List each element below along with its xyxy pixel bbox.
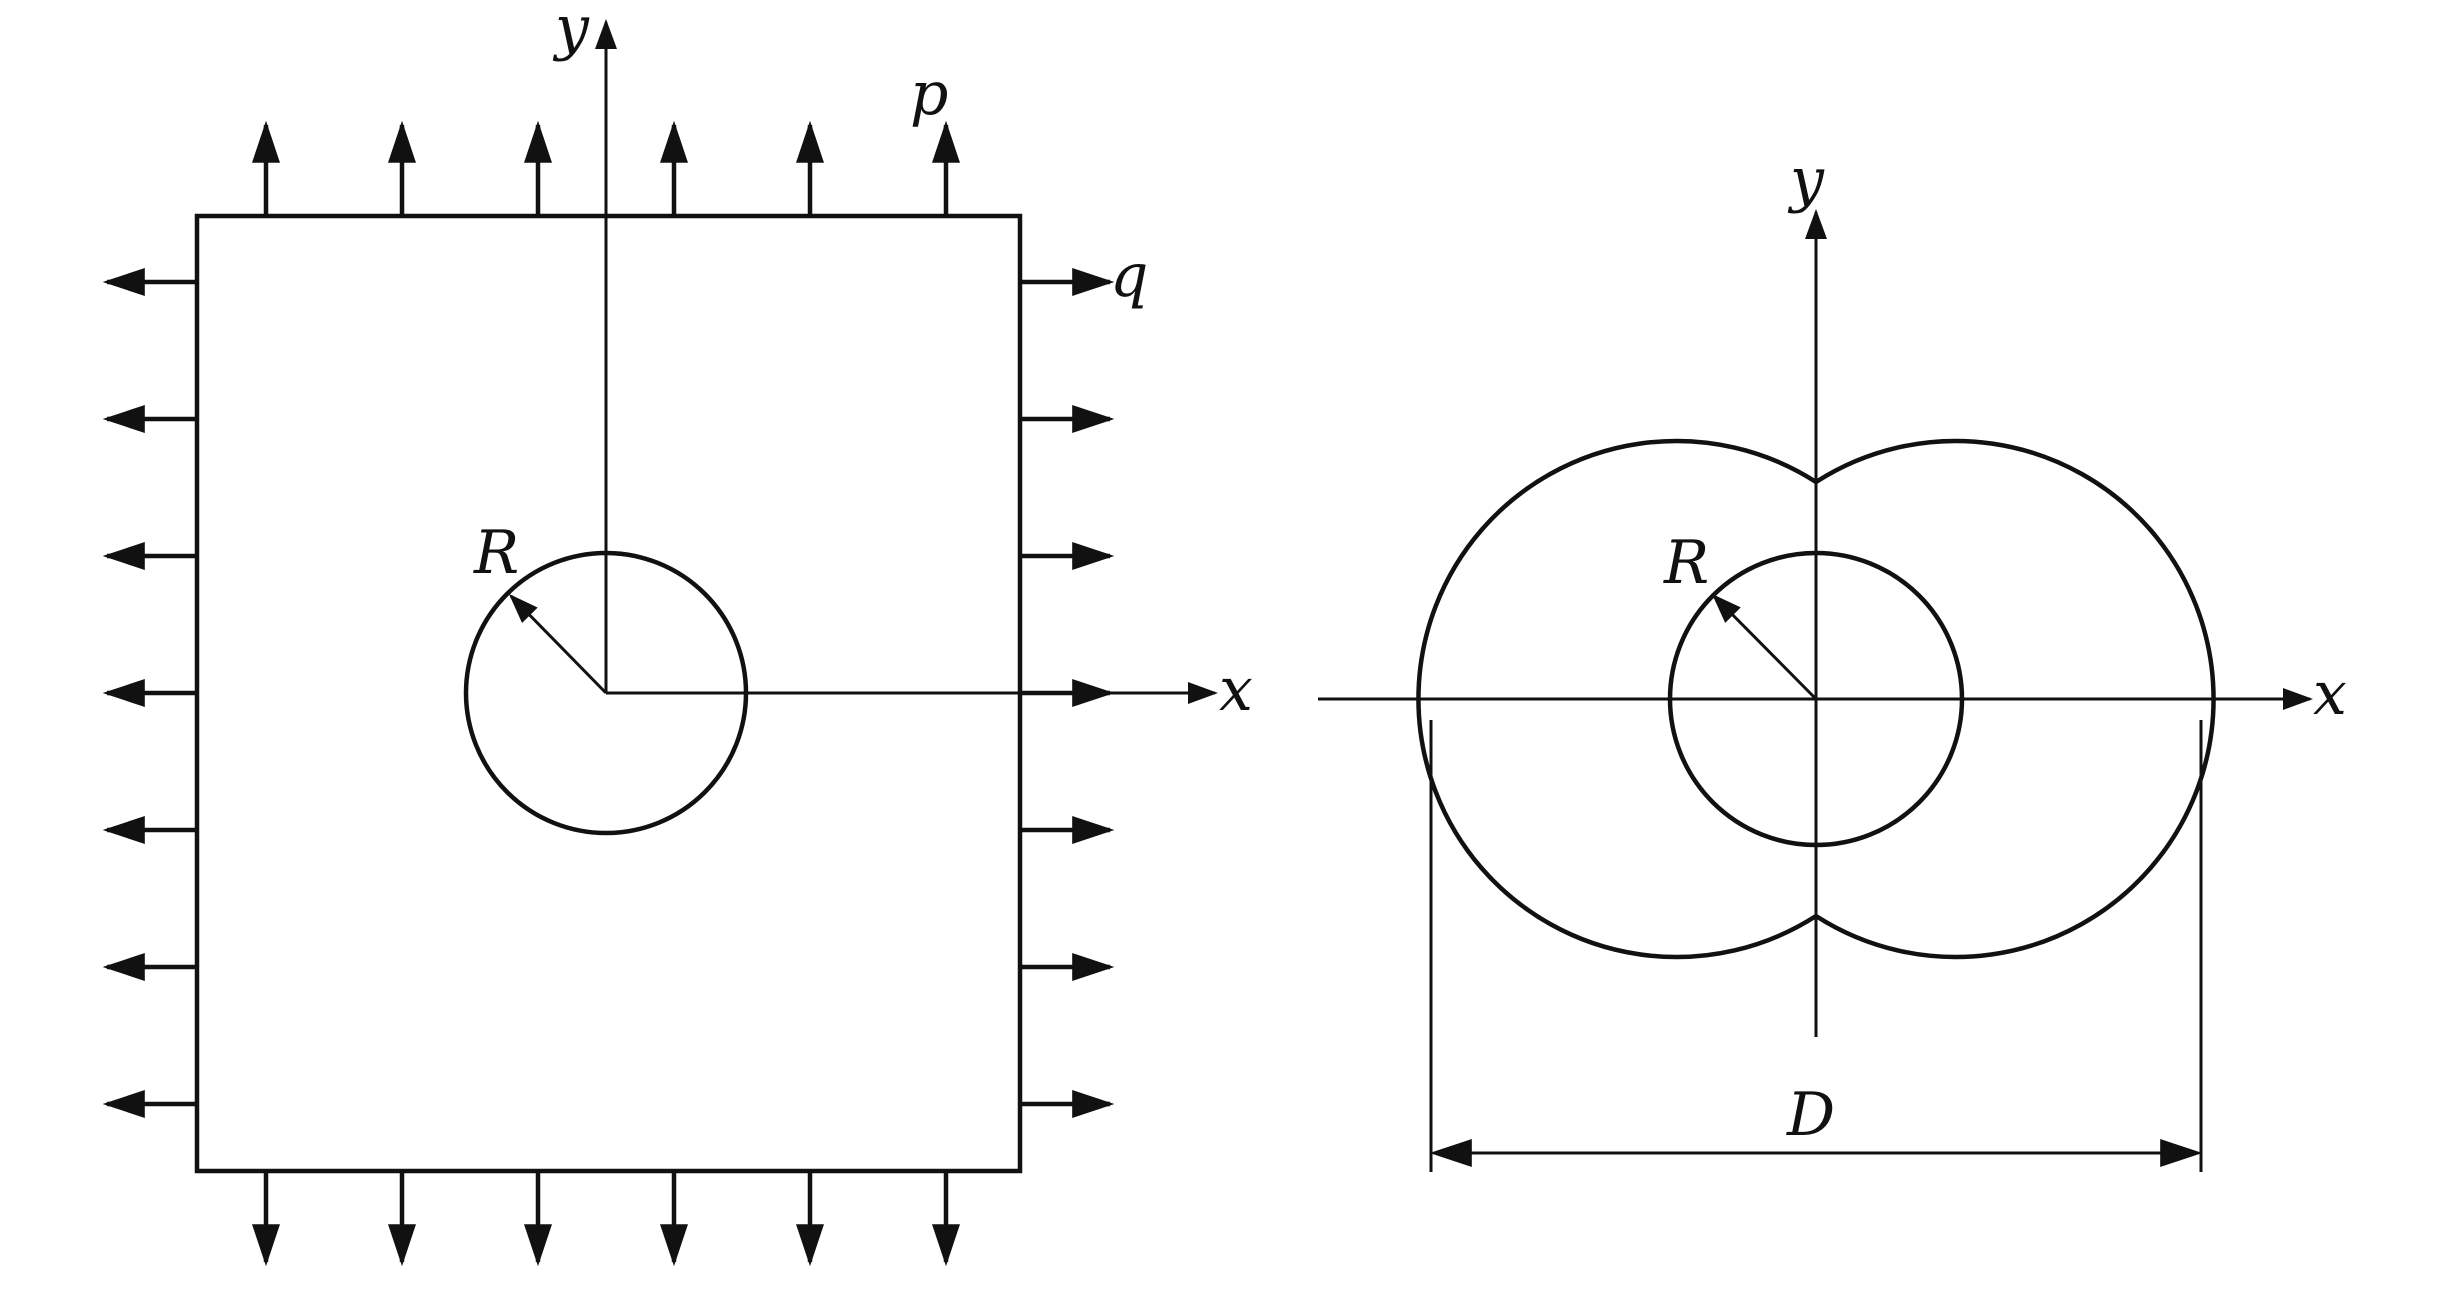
stress-region-outline <box>1416 438 2216 960</box>
left-load-arrows <box>102 268 197 1118</box>
left-x-axis-label: x <box>1219 655 1253 725</box>
left-hole-circle <box>463 550 749 836</box>
left-figure: y x p q R <box>102 0 1253 1267</box>
left-radius-arrow <box>508 593 608 695</box>
right-figure: y x R D <box>1318 145 2347 1172</box>
bottom-load-arrows <box>252 1171 960 1267</box>
top-load-arrows <box>252 120 960 216</box>
load-p-label: p <box>910 59 948 129</box>
right-y-axis-label: y <box>1787 145 1825 215</box>
right-radius-label: R <box>1663 528 1709 598</box>
dimension-d-label: D <box>1786 1080 1835 1150</box>
right-x-axis-label: x <box>2313 659 2347 729</box>
right-radius-arrow <box>1711 593 1818 701</box>
left-y-axis-label: y <box>552 0 590 63</box>
right-hole-circle <box>1667 550 1965 848</box>
left-radius-label: R <box>473 518 519 588</box>
load-q-label: q <box>1110 241 1148 311</box>
